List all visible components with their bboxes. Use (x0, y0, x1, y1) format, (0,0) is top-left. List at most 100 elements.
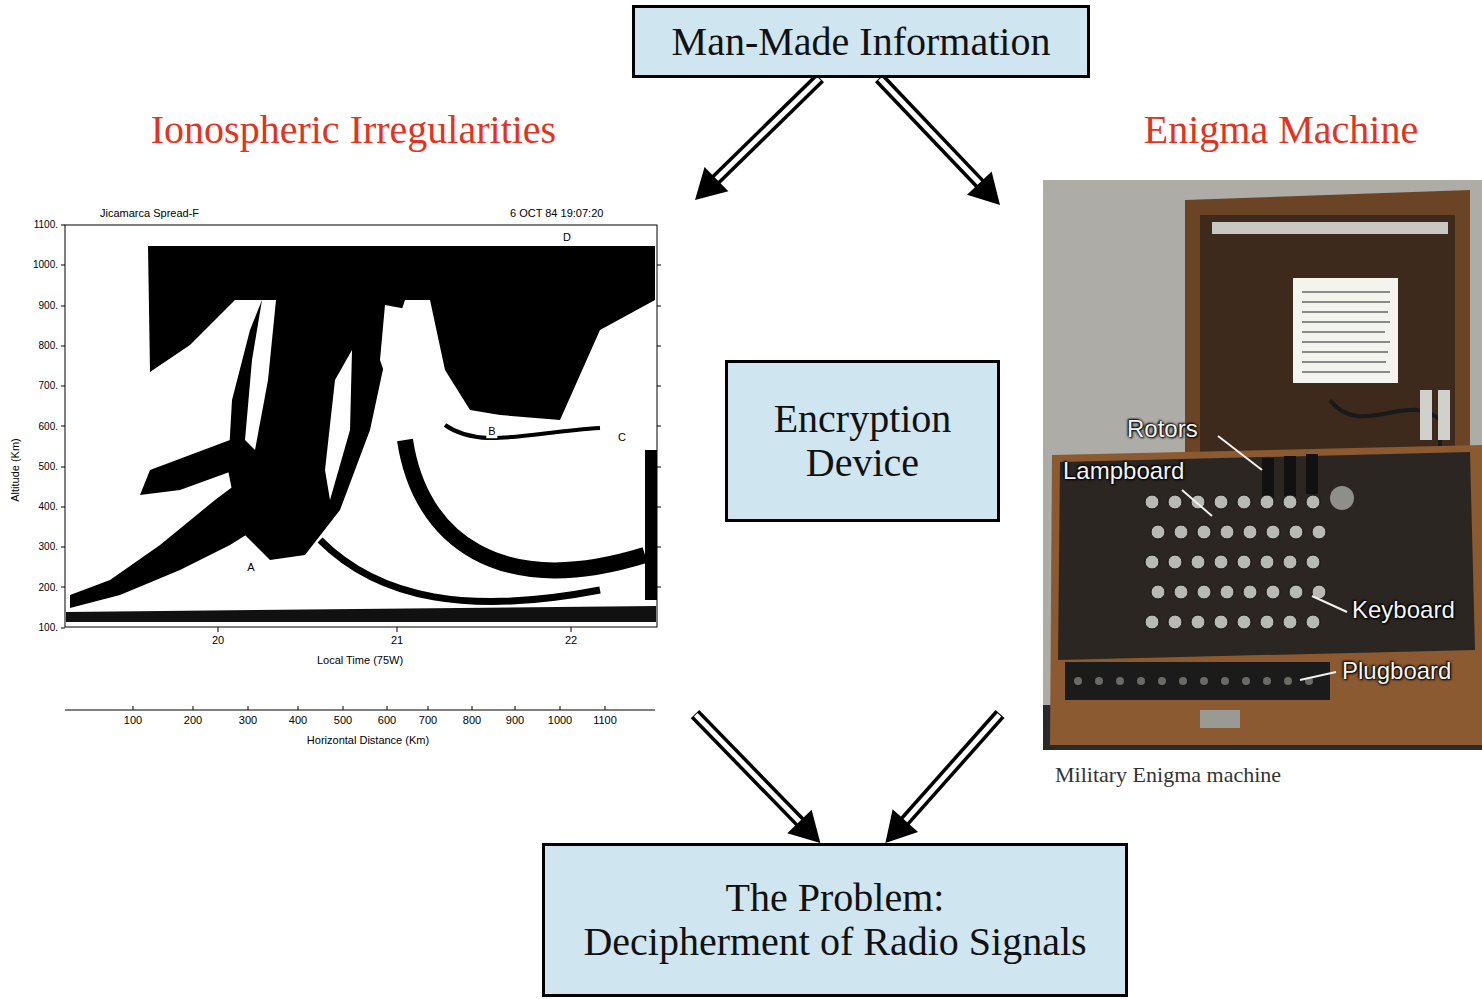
key (1237, 495, 1251, 509)
socket (1116, 677, 1124, 685)
key (1168, 495, 1182, 509)
latch (1200, 710, 1240, 728)
tick-label: 200 (184, 715, 202, 727)
tick-marks (61, 225, 65, 628)
leader-line (1300, 672, 1336, 680)
part-label: Lampboard (1063, 458, 1184, 483)
spare-plugs (1420, 390, 1432, 440)
key (1174, 525, 1188, 539)
arrow-shaft-inner (880, 79, 981, 185)
tick-label: 900. (39, 300, 58, 311)
leader-lines (1182, 436, 1347, 680)
socket (1221, 677, 1229, 685)
key (1168, 555, 1182, 569)
instruction-sheet (1293, 278, 1398, 383)
key (1243, 585, 1257, 599)
key (1220, 525, 1234, 539)
spare-plugs (1438, 390, 1450, 440)
key (1283, 615, 1297, 629)
illustration-panel: Ionospheric Irregularities (0, 100, 695, 790)
arrow-shaft (715, 78, 820, 180)
tick-label: 200. (39, 582, 58, 593)
tick-label: 400 (289, 715, 307, 727)
tick-label: 500 (334, 715, 352, 727)
tick-label: 1100 (593, 715, 617, 727)
key (1145, 555, 1159, 569)
tick-label: 600. (39, 421, 58, 432)
socket (1263, 677, 1271, 685)
axis-title: Horizontal Distance (Km) (307, 735, 429, 747)
key (1260, 555, 1274, 569)
arrow-head (967, 171, 1000, 204)
axis-title: Altitude (Km) (10, 438, 22, 502)
box-text: Decipherment of Radio Signals (583, 920, 1086, 964)
sheet-lines (1302, 292, 1390, 372)
tick-marks (218, 627, 571, 632)
tick-marks (133, 706, 605, 710)
arrow-shaft-inner (904, 715, 999, 822)
key (1289, 585, 1303, 599)
irregularity-arc (405, 440, 645, 570)
plume-gap (325, 350, 352, 500)
irregularity-band (70, 470, 285, 608)
process-box: Encryption Device (725, 360, 1000, 522)
key (1191, 615, 1205, 629)
key (1214, 555, 1228, 569)
leader-line (1312, 596, 1347, 612)
arrow-head (695, 167, 728, 200)
tick-label: 800. (39, 341, 58, 352)
tick-label: 1000. (33, 260, 58, 271)
double-arrow (879, 78, 1000, 205)
key (1237, 615, 1251, 629)
process-box: The Problem:Decipherment of Radio Signal… (542, 843, 1128, 997)
key (1260, 495, 1274, 509)
axis-ticks (61, 225, 661, 710)
tick-label: 22 (565, 635, 577, 647)
tick-label: 21 (391, 635, 403, 647)
box-text: The Problem: (726, 876, 945, 920)
irregularity-arc (320, 540, 600, 602)
key (1266, 525, 1280, 539)
panel-heading: Ionospheric Irregularities (12, 100, 695, 152)
tick-label: 700 (419, 715, 437, 727)
socket (1284, 677, 1292, 685)
socket (1200, 677, 1208, 685)
key (1260, 615, 1274, 629)
lid-inside (1200, 215, 1455, 455)
part-label: Keyboard (1352, 597, 1455, 622)
key (1145, 495, 1159, 509)
double-arrow (885, 714, 1000, 843)
tick-label: 100. (39, 623, 58, 634)
key (1237, 555, 1251, 569)
distance-axis (65, 710, 655, 711)
callout-letter: A (245, 562, 256, 574)
irregularity-band (140, 440, 235, 495)
key (1312, 525, 1326, 539)
tick-label: 800 (463, 715, 481, 727)
box-text: Man-Made Information (672, 20, 1051, 64)
key (1283, 495, 1297, 509)
bottom-layer (66, 606, 656, 622)
key (1174, 585, 1188, 599)
figure-caption: Military Enigma machine (1055, 763, 1281, 786)
tick-label: 700. (39, 381, 58, 392)
socket (1095, 677, 1103, 685)
box-text: Encryption Device (742, 397, 983, 485)
socket (1242, 677, 1250, 685)
plot-frame (65, 225, 657, 627)
key (1306, 495, 1320, 509)
double-arrow (695, 78, 820, 200)
arrow-head (885, 809, 918, 843)
rotor (1284, 456, 1296, 496)
tick-label: 300. (39, 542, 58, 553)
plume-gap (380, 305, 412, 395)
key (1220, 585, 1234, 599)
plugboard (1065, 662, 1330, 700)
process-box: Man-Made Information (632, 5, 1090, 78)
tick-label: 500. (39, 462, 58, 473)
arrow-shaft (879, 78, 980, 185)
rotor (1262, 458, 1274, 498)
rotor (1306, 454, 1318, 494)
